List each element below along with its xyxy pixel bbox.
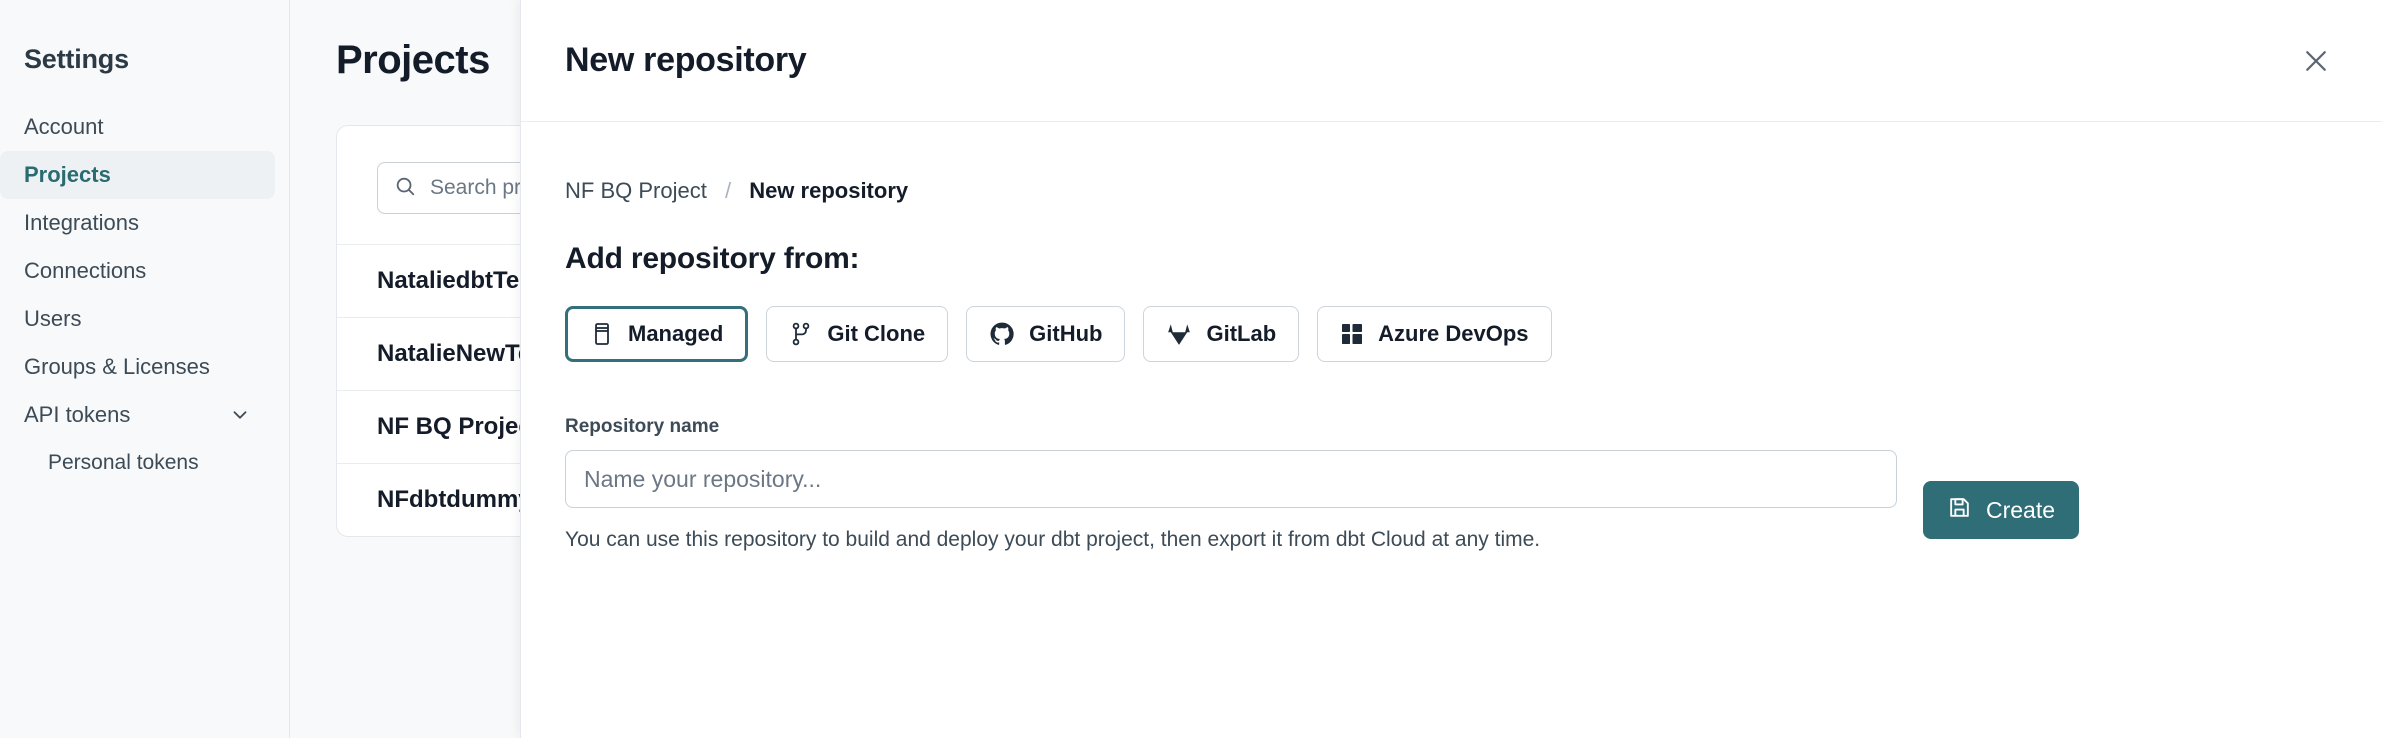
- page-title: Projects: [336, 38, 490, 82]
- search-icon: [394, 175, 416, 202]
- save-icon: [1947, 495, 1972, 526]
- sidebar-item-groups-licenses[interactable]: Groups & Licenses: [0, 343, 275, 391]
- repository-help-text: You can use this repository to build and…: [565, 528, 1541, 551]
- source-option-label: Managed: [628, 321, 724, 346]
- sidebar-item-api-tokens[interactable]: API tokens: [0, 391, 275, 439]
- sidebar-item-label: Users: [24, 306, 82, 331]
- repository-name-input[interactable]: [565, 450, 1897, 508]
- git-branch-icon: [789, 321, 813, 347]
- github-icon: [989, 321, 1015, 347]
- sidebar-item-account[interactable]: Account: [0, 103, 275, 151]
- create-button[interactable]: Create: [1923, 481, 2080, 539]
- chevron-down-icon: [229, 404, 251, 426]
- close-icon[interactable]: [2294, 39, 2338, 83]
- modal-body: NF BQ Project / New repository Add repos…: [521, 122, 2382, 552]
- breadcrumb-separator: /: [724, 178, 732, 203]
- sidebar-item-label: API tokens: [24, 402, 131, 427]
- breadcrumb: NF BQ Project / New repository: [565, 178, 2338, 204]
- repository-name-row: You can use this repository to build and…: [565, 450, 2338, 552]
- sidebar-item-projects[interactable]: Projects: [0, 151, 275, 199]
- sidebar-item-integrations[interactable]: Integrations: [0, 199, 275, 247]
- settings-sidebar: Settings Account Projects Integrations C…: [0, 0, 290, 738]
- sidebar-item-label: Account: [24, 114, 104, 139]
- source-option-label: Azure DevOps: [1378, 321, 1529, 346]
- sidebar-item-label: Projects: [24, 162, 111, 187]
- modal-title: New repository: [565, 41, 807, 79]
- project-row[interactable]: NF BQ Project: [337, 390, 1695, 463]
- database-icon: [590, 321, 614, 347]
- add-repository-from-label: Add repository from:: [565, 242, 860, 275]
- sidebar-item-personal-tokens[interactable]: Personal tokens: [0, 439, 275, 487]
- breadcrumb-current: New repository: [749, 178, 909, 203]
- gitlab-icon: [1166, 321, 1192, 347]
- sidebar-item-connections[interactable]: Connections: [0, 247, 275, 295]
- sidebar-item-label: Groups & Licenses: [24, 354, 210, 379]
- source-option-label: Git Clone: [827, 321, 926, 346]
- source-option-managed[interactable]: Managed: [565, 306, 749, 362]
- azure-devops-icon: [1340, 322, 1364, 346]
- sidebar-title: Settings: [24, 44, 129, 74]
- source-option-label: GitHub: [1029, 321, 1103, 346]
- source-option-git-clone[interactable]: Git Clone: [766, 306, 949, 362]
- source-option-label: GitLab: [1206, 321, 1277, 346]
- source-option-github[interactable]: GitHub: [966, 306, 1126, 362]
- sidebar-item-label: Connections: [24, 258, 147, 283]
- repository-source-options: Managed Git Clone: [565, 306, 2338, 362]
- source-option-gitlab[interactable]: GitLab: [1143, 306, 1300, 362]
- modal-header: New repository: [521, 0, 2382, 122]
- sidebar-item-label: Personal tokens: [48, 451, 199, 474]
- sidebar-item-users[interactable]: Users: [0, 295, 275, 343]
- breadcrumb-parent[interactable]: NF BQ Project: [565, 178, 707, 203]
- source-option-azure-devops[interactable]: Azure DevOps: [1317, 306, 1552, 362]
- sidebar-item-label: Integrations: [24, 210, 139, 235]
- new-repository-panel: New repository NF BQ Project / New repos…: [520, 0, 2382, 738]
- create-button-label: Create: [1986, 496, 2056, 523]
- repository-name-label: Repository name: [565, 416, 720, 437]
